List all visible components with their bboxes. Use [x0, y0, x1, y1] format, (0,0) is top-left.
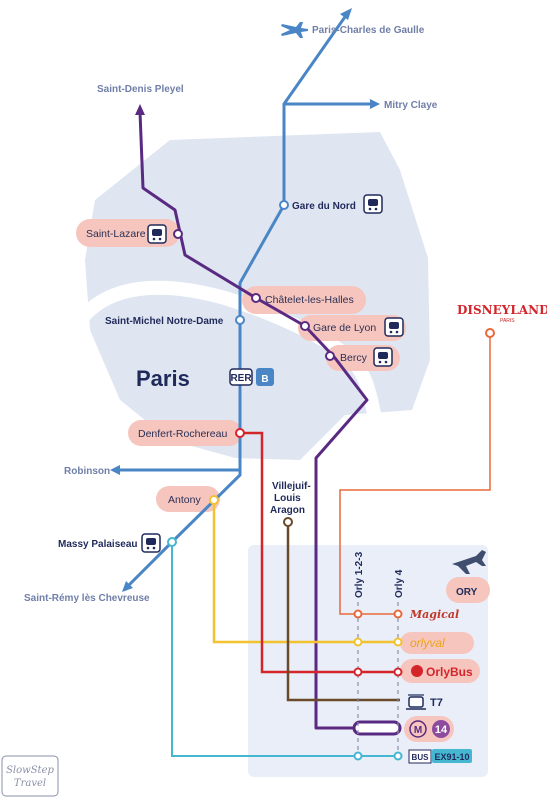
denfert-label: Denfert-Rochereau: [138, 428, 227, 440]
saint-remy-label: Saint-Rémy lès Chevreuse: [24, 593, 150, 604]
metro-badge-text: M: [414, 725, 422, 736]
gare-du-nord-label: Gare du Nord: [292, 201, 356, 212]
orlybus-icon: [411, 665, 423, 677]
plane-icon: [281, 22, 308, 38]
seine-river: [76, 280, 385, 431]
city-label: Paris: [136, 366, 190, 391]
gare-du-nord-stop: [279, 200, 289, 210]
magical-label: Magical: [409, 608, 459, 621]
villejuif-label-3: Aragon: [270, 505, 305, 516]
saint-michel-stop: [235, 315, 245, 325]
massy-stop: [167, 537, 177, 547]
bus-badge-text: BUS: [412, 753, 430, 762]
antony-stop: [209, 495, 219, 505]
orly-123-label: Orly 1-2-3: [354, 551, 365, 598]
watermark-line2: Travel: [14, 778, 46, 789]
orly-plane-icon: [452, 550, 486, 574]
bus-badge: [408, 749, 432, 764]
cdg-label: Paris-Charles de Gaulle: [312, 25, 425, 36]
disneyland-logo-sub: PARIS: [500, 318, 515, 324]
disneyland-logo: DISNEYLAND: [457, 303, 547, 317]
orly-4-label: Orly 4: [394, 569, 405, 598]
line-14-text: 14: [435, 724, 448, 736]
rer-b-badge-text: B: [261, 374, 268, 385]
train-icon: [384, 317, 404, 337]
rer-badge: [229, 368, 253, 386]
disney-stop: [485, 328, 495, 338]
saint-lazare-label: Saint-Lazare: [86, 228, 146, 240]
bus-line-badge: [432, 749, 472, 763]
mitry-arrow: [370, 99, 380, 109]
chatelet-stop: [251, 293, 261, 303]
gare-de-lyon-highlight: [298, 315, 406, 341]
saint-remy-arrow: [122, 581, 133, 592]
saint-denis-label: Saint-Denis Pleyel: [97, 84, 184, 95]
orlyval-highlight: [400, 632, 474, 654]
denfert-highlight: [128, 420, 242, 446]
train-icon: [147, 224, 167, 244]
train-icon: [373, 347, 393, 367]
saint-lazare-stop: [173, 229, 183, 239]
tram-t7-label: T7: [430, 697, 443, 709]
rer-b-badge: [256, 368, 274, 386]
orlybus-highlight: [400, 659, 480, 683]
bus-91-10-line: [171, 542, 400, 757]
bercy-label: Bercy: [340, 352, 368, 364]
robinson-label: Robinson: [64, 466, 110, 477]
saint-michel-label: Saint-Michel Notre-Dame: [105, 316, 224, 327]
rer-badge-text: RER: [230, 373, 252, 384]
orlyval-label: orlyval: [410, 636, 445, 650]
massy-label: Massy Palaiseau: [58, 539, 138, 550]
rer-b-line: [126, 13, 349, 588]
bus-line-text: EX91-10: [434, 752, 469, 762]
robinson-arrow: [110, 465, 120, 475]
villejuif-stop: [283, 517, 293, 527]
train-icon: [363, 194, 383, 214]
bercy-stop: [325, 351, 335, 361]
denfert-stop: [235, 428, 245, 438]
metro-14-terminal: [352, 720, 402, 736]
train-icon: [141, 533, 161, 553]
watermark-box: [1, 755, 59, 797]
ory-label: ORY: [456, 587, 478, 598]
chatelet-label: Châtelet-les-Halles: [265, 294, 354, 306]
ory-highlight: [446, 577, 490, 603]
tram-icon: [406, 694, 426, 710]
gare-de-lyon-stop: [300, 321, 310, 331]
metro-icon: [409, 720, 427, 738]
antony-highlight: [156, 486, 220, 512]
villejuif-label-2: Louis: [274, 493, 301, 504]
antony-label: Antony: [168, 494, 201, 506]
watermark-line1: SlowStep: [6, 765, 54, 776]
cdg-arrow: [340, 8, 352, 20]
villejuif-label-1: Villejuif-: [272, 481, 311, 492]
tram-t7-line: [286, 522, 400, 702]
orlybus-label: OrlyBus: [426, 665, 473, 679]
orly-stops: [353, 609, 403, 761]
mitry-label: Mitry Claye: [384, 100, 438, 111]
gare-de-lyon-label: Gare de Lyon: [313, 322, 376, 334]
saint-denis-arrow: [135, 104, 145, 115]
orlyval-line: [212, 500, 400, 644]
orlybus-line: [240, 431, 400, 674]
line-14-badge: [432, 720, 450, 738]
